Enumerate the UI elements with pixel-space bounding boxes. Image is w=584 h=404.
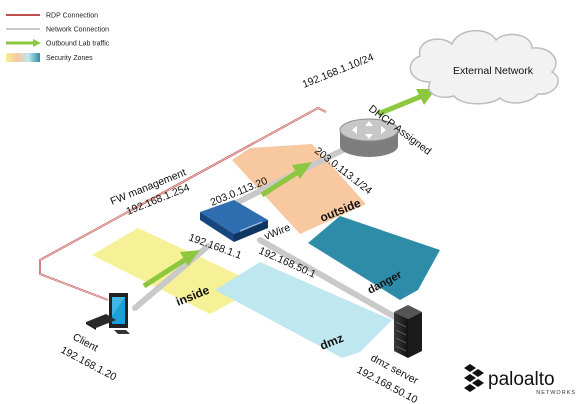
client-computer-icon [86,293,130,334]
external-network-label: External Network [453,65,534,77]
legend-outbound-arrow-icon [6,39,41,47]
outside-zone [232,144,366,234]
paloalto-logo: paloalto NETWORKS [464,364,576,396]
dmz-server-icon [394,305,422,358]
paloalto-networks-text: NETWORKS [536,390,576,396]
outbound-arrow-inside-icon [142,250,200,289]
router-icon [339,118,399,157]
outbound-arrow-outside-icon [260,162,312,198]
paloalto-wordmark: paloalto [488,369,555,390]
paloalto-mark-icon [464,364,484,392]
router-ip-label: 192.168.1.10/24 [301,51,376,91]
outbound-arrow-external-icon [377,89,436,117]
legend-zones-label: Security Zones [46,55,93,62]
danger-zone [308,216,440,300]
legend-rdp-label: RDP Connection [46,13,98,20]
firewall-icon [200,200,268,242]
dmz-zone [215,262,392,358]
legend-outbound-label: Outbound Lab traffic [46,41,110,48]
legend-network-label: Network Connection [46,27,109,34]
legend: RDP Connection Network Connection Outbou… [6,13,110,62]
external-network-cloud-icon [409,30,559,105]
legend-zones-swatch [6,53,40,62]
